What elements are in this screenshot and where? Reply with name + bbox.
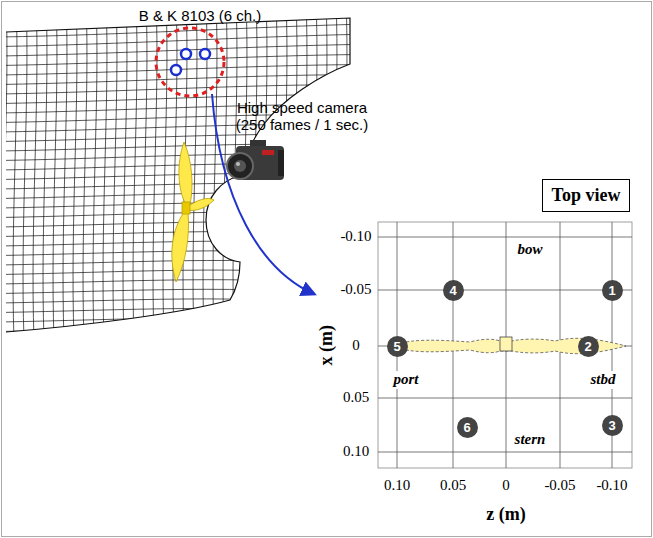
callout-number: 5	[393, 339, 400, 354]
tick-label: 0.05	[343, 389, 369, 406]
tick-label: 0.10	[343, 443, 369, 460]
callout-number: 4	[449, 283, 456, 298]
plot-grid	[378, 222, 632, 468]
sensor-zone	[156, 28, 224, 96]
sensor-number: 3	[602, 415, 623, 436]
hull-outline	[6, 18, 350, 332]
box-title: Top view	[552, 185, 621, 206]
callout-number: 6	[463, 420, 470, 435]
direction-label: stbd	[588, 371, 617, 388]
tick-label: -0.10	[596, 477, 627, 494]
blade-top-view	[392, 337, 626, 354]
hull-mesh	[0, 0, 360, 340]
callout-number: 2	[584, 339, 591, 354]
callout-number: 1	[608, 283, 615, 298]
direction-label: bow	[515, 241, 544, 258]
sensor-name: B & K 8103 (6 ch.)	[139, 7, 262, 24]
tick-label: 0	[352, 337, 360, 354]
title-box: Top view	[542, 179, 631, 212]
sensor-number: 5	[387, 336, 408, 357]
tick-label: 0.05	[440, 477, 466, 494]
sensor-number: 2	[578, 336, 599, 357]
direction-label: port	[391, 371, 420, 388]
tick-label: 0	[502, 477, 510, 494]
direction-label: stern	[513, 431, 548, 448]
callout-number: 3	[608, 418, 615, 433]
tick-label: 0.10	[384, 477, 410, 494]
camera-name: High speed camera (250 fames / 1 sec.)	[225, 99, 380, 134]
camera-icon	[227, 140, 284, 180]
tick-label: -0.05	[544, 477, 575, 494]
axis-title: z (m)	[486, 504, 525, 525]
sensor-number: 1	[602, 280, 623, 301]
axis-title: x (m)	[316, 325, 337, 365]
sensor-number: 6	[457, 417, 478, 438]
sensor-number: 4	[443, 280, 464, 301]
pressure-sensor	[171, 49, 210, 75]
tick-label: -0.05	[340, 281, 371, 298]
propeller	[172, 142, 214, 282]
tick-label: -0.10	[340, 228, 371, 245]
